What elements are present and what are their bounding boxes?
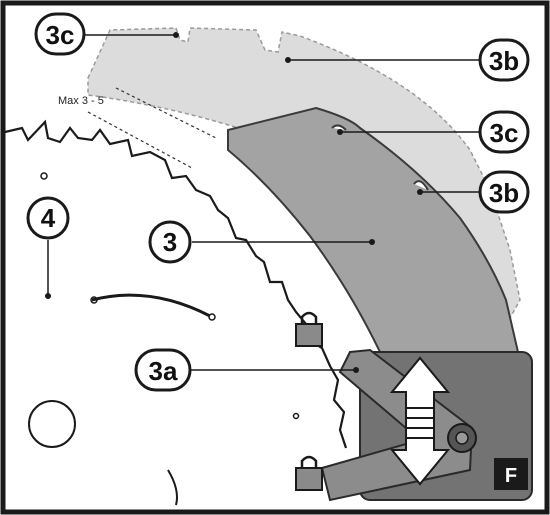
guard-3-slot-top [331,124,347,131]
callout-3c-right: 3c [478,110,530,154]
leader-dot [173,32,179,38]
guard-3-slot-side [413,180,429,191]
figure-badge-label: F [505,465,517,487]
worn-guard-outline [87,27,521,319]
blade-slot-end-left [90,296,98,304]
depth-guide-line [87,111,193,169]
blade-crack [167,469,178,506]
blade-rivet-2 [292,412,300,420]
callout-3: 3 [148,220,192,264]
svg-text:3a: 3a [149,356,178,386]
blade-slot-end-right [208,313,216,321]
guard-3 [227,106,520,353]
callout-3b-right: 3b [478,170,530,214]
leader-dot [337,129,343,135]
blade-slot [91,293,211,318]
callout-3c-top: 3c [34,12,86,56]
leader-dot [369,239,375,245]
callout-3a: 3a [134,348,192,392]
depth-guide-line-2 [115,87,217,139]
callout-3b-top: 3b [478,38,530,82]
svg-text:3b: 3b [489,178,519,208]
figure-badge [494,458,528,490]
svg-text:3: 3 [163,227,177,257]
lever-pivot-inner [455,431,469,445]
leader-dot [353,367,359,373]
svg-text:3b: 3b [489,46,519,76]
padlock-icon [295,311,323,347]
callout-4: 4 [26,196,70,240]
svg-text:3c: 3c [46,20,75,50]
blade-rivet [40,172,48,180]
blade-hole [28,400,76,448]
adjust-arrow-icon [389,356,451,486]
padlock-icon [295,455,323,491]
leader-dot [285,57,291,63]
svg-text:3c: 3c [490,118,519,148]
svg-text:4: 4 [41,203,56,233]
depth-note: Max 3 - 5 [58,95,104,107]
leader-dot [417,189,423,195]
